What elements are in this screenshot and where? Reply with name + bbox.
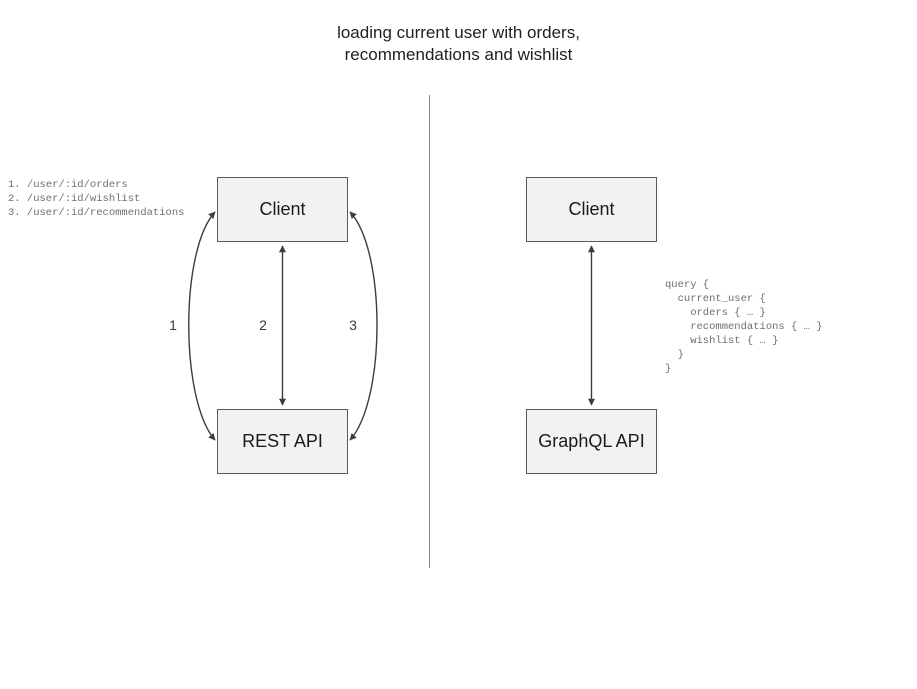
diagram-title: loading current user with orders, recomm… [337, 23, 580, 64]
node-rest-api[interactable]: REST API [217, 409, 348, 474]
edge-label-2: 2 [259, 317, 267, 333]
edge-label-1: 1 [169, 317, 177, 333]
node-graphql-api[interactable]: GraphQL API [526, 409, 657, 474]
vertical-divider [429, 95, 430, 568]
node-client-rest[interactable]: Client [217, 177, 348, 242]
rest-endpoint-list: 1. /user/:id/orders 2. /user/:id/wishlis… [8, 179, 185, 219]
graphql-query-block: query { current_user { orders { … } reco… [665, 279, 823, 375]
rest-edge-1-arc [188, 211, 216, 441]
node-client-graphql[interactable]: Client [526, 177, 657, 242]
edge-label-3: 3 [349, 317, 357, 333]
